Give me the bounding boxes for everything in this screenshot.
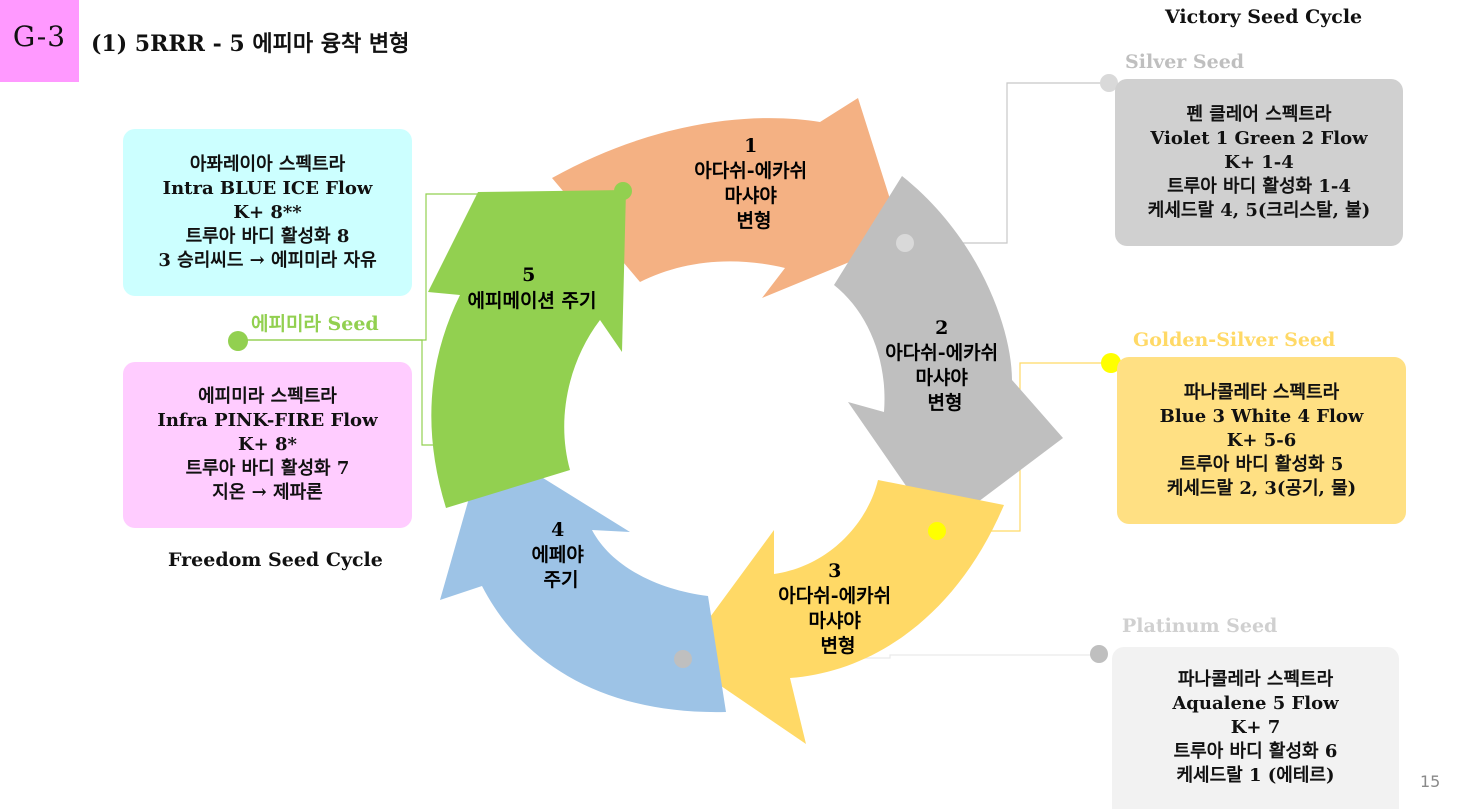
epimira-seed-dot (228, 331, 248, 351)
segment-4-text: 4 에페야 주기 (531, 519, 590, 591)
segment-2-text: 2 아다쉬-에카쉬 마샤야 변형 (885, 317, 1004, 414)
segment-4-number: 4 (551, 519, 564, 541)
epimira-bottom-dot (475, 434, 493, 452)
box-line: K+ 8** (233, 201, 302, 223)
segment-3-number: 3 (828, 560, 841, 582)
segment-5-line: 에피메이션 주기 (468, 290, 597, 312)
segment-2-number: 2 (935, 317, 948, 339)
box-line: 파나콜레타 스펙트라 (1183, 381, 1340, 403)
box-line: 에피미라 스펙트라 (198, 386, 337, 407)
box-line: 트루아 바디 활성화 1-4 (1167, 175, 1351, 197)
box-line: 아퐈레이아 스펙트라 (189, 153, 346, 175)
segment-5-number: 5 (522, 264, 535, 286)
box-line: 3 승리씨드 → 에피미라 자유 (158, 249, 377, 271)
box-line: 트루아 바디 활성화 7 (185, 458, 350, 479)
page-badge-text: G-3 (12, 20, 67, 53)
box-line: 트루아 바디 활성화 8 (185, 225, 350, 247)
box-line: 파나콜레라 스펙트라 (1177, 669, 1334, 690)
segment-1-line: 변형 (737, 210, 772, 232)
box-line: K+ 1-4 (1224, 151, 1294, 173)
box-line: 트루아 바디 활성화 5 (1179, 453, 1344, 475)
segment-1-line: 아다쉬-에카쉬 (694, 160, 807, 182)
segment-1-line: 마샤야 (724, 185, 777, 207)
platinum-seed-dot (1090, 645, 1108, 663)
platinum-info-box: 파나콜레라 스펙트라 Aqualene 5 Flow K+ 7 트루아 바디 활… (1112, 647, 1399, 809)
golden-cycle-dot (928, 522, 946, 540)
segment-2-arrow (834, 176, 1063, 532)
box-line: Violet 1 Green 2 Flow (1150, 127, 1368, 149)
segment-3-arrow (680, 480, 1004, 744)
box-line: 펜 클레어 스펙트라 (1186, 103, 1332, 125)
box-line: Blue 3 White 4 Flow (1159, 405, 1364, 427)
box-line: 트루아 바디 활성화 6 (1173, 741, 1338, 762)
segment-3-line: 마샤야 (808, 610, 861, 632)
segment-5-text: 5 에피메이션 주기 (468, 264, 597, 312)
box-line: 케세드랄 1 (에테르) (1176, 765, 1335, 786)
box-line: K+ 7 (1230, 717, 1281, 738)
box-line: Aqualene 5 Flow (1172, 693, 1339, 714)
golden-info-box: 파나콜레타 스펙트라 Blue 3 White 4 Flow K+ 5-6 트루… (1117, 357, 1406, 524)
box-line: K+ 8* (238, 434, 297, 455)
platinum-seed-label: Platinum Seed (1122, 615, 1278, 637)
segment-3-text: 3 아다쉬-에카쉬 마샤야 변형 (778, 560, 897, 657)
segment-1-number: 1 (744, 135, 757, 157)
segment-1-text: 1 아다쉬-에카쉬 마샤야 변형 (694, 135, 813, 232)
box-line: Infra PINK-FIRE Flow (157, 410, 378, 431)
segment-1-arrow (552, 98, 903, 298)
segment-4-line: 에페야 (531, 544, 584, 566)
apharea-info-box: 아퐈레이아 스펙트라 Intra BLUE ICE Flow K+ 8** 트루… (123, 129, 412, 296)
box-line: 케세드랄 4, 5(크리스탈, 불) (1147, 199, 1371, 221)
segment-5-arrow (428, 190, 626, 508)
silver-seed-dot (1100, 74, 1118, 92)
page-number: 15 (1420, 772, 1441, 791)
segment-2-line: 마샤야 (915, 367, 968, 389)
platinum-cycle-dot (674, 650, 692, 668)
box-line: K+ 5-6 (1226, 429, 1297, 451)
silver-cycle-dot (896, 234, 914, 252)
freedom-cycle-label: Freedom Seed Cycle (168, 549, 383, 571)
silver-seed-label: Silver Seed (1125, 51, 1245, 73)
epimira-top-dot (614, 182, 632, 200)
segment-2-line: 아다쉬-에카쉬 (885, 342, 998, 364)
golden-seed-dot (1101, 353, 1121, 373)
silver-info-box: 펜 클레어 스펙트라 Violet 1 Green 2 Flow K+ 1-4 … (1115, 79, 1403, 246)
victory-cycle-label: Victory Seed Cycle (1165, 6, 1363, 28)
box-line: 지온 → 제파론 (212, 482, 323, 503)
page-badge: G-3 (0, 0, 79, 82)
epimira-seed-label: 에피미라 Seed (251, 313, 379, 335)
golden-silver-seed-label: Golden-Silver Seed (1133, 329, 1336, 351)
segment-3-line: 변형 (821, 635, 856, 657)
box-line: 케세드랄 2, 3(공기, 물) (1166, 477, 1357, 499)
epimira-info-box: 에피미라 스펙트라 Infra PINK-FIRE Flow K+ 8* 트루아… (123, 362, 412, 528)
segment-4-line: 주기 (544, 569, 579, 591)
segment-3-line: 아다쉬-에카쉬 (778, 585, 891, 607)
segment-4-arrow (440, 442, 726, 713)
slide-title: (1) 5RRR - 5 에피마 융착 변형 (91, 31, 410, 57)
segment-2-line: 변형 (928, 392, 963, 414)
box-line: Intra BLUE ICE Flow (162, 177, 373, 199)
